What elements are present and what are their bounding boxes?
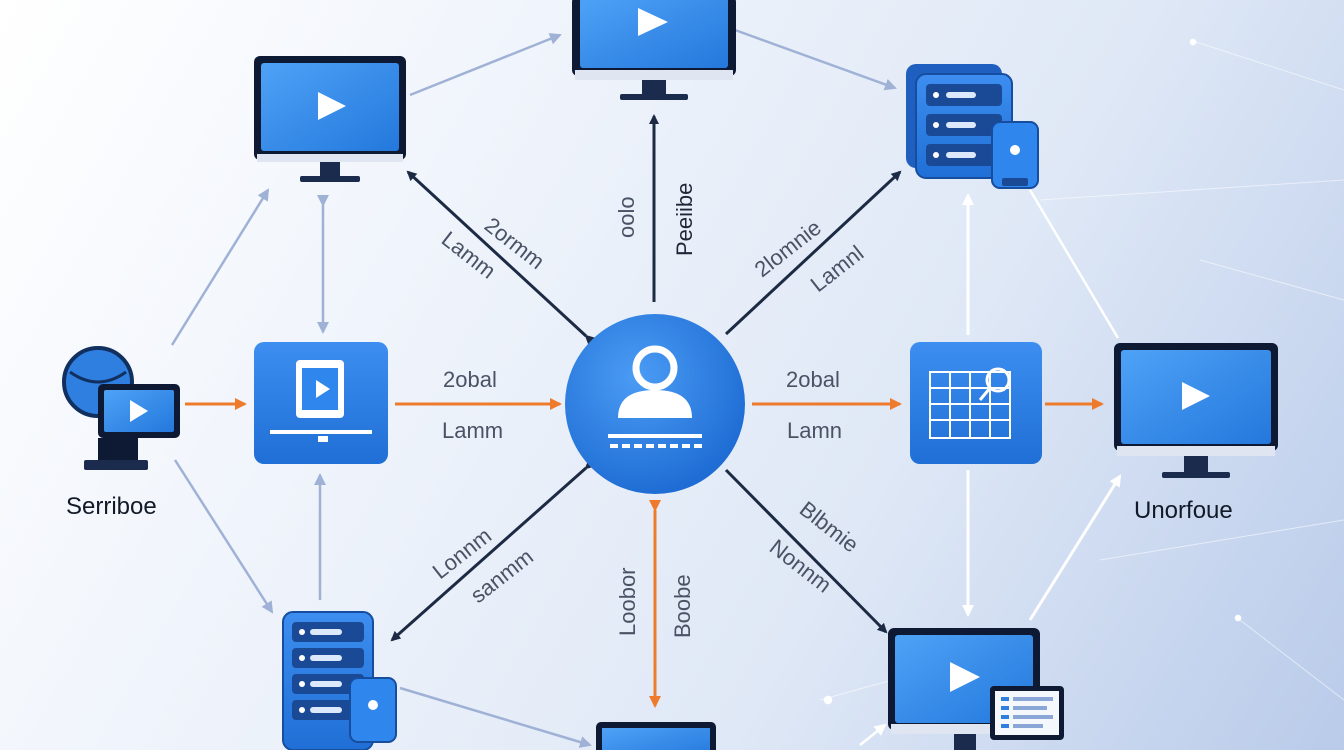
monitor-play-icon [596, 722, 716, 750]
arrow-hub-to-top-left [406, 170, 596, 346]
arrow-bottom-right-to-edge [859, 723, 887, 746]
user-hub-icon [565, 314, 745, 494]
edge-label: 2obal [443, 367, 497, 392]
edge-label: Lamnl [806, 240, 869, 297]
edge-label: Lamn [787, 418, 842, 443]
node-caption-left: Serriboe [66, 493, 157, 520]
edge-label: Boobe [670, 574, 695, 638]
globe-monitor-icon [62, 346, 180, 470]
node-caption-right: Unorfoue [1134, 497, 1233, 524]
monitor-play-icon [572, 0, 736, 100]
arrow-left-to-top-left [170, 188, 270, 346]
document-icon [990, 686, 1064, 740]
edge-label: Loobor [615, 567, 640, 636]
arrow-top-to-top-right [734, 28, 897, 91]
video-file-icon [254, 342, 388, 464]
edge-label: 2obal [786, 367, 840, 392]
edge-label: Peeiibe [672, 183, 697, 256]
arrow-bottom-right-to-monitor [1028, 474, 1122, 621]
arrows [170, 28, 1122, 748]
arrow-hub-to-top-right [724, 170, 902, 336]
spreadsheet-search-icon [910, 342, 1042, 464]
edge-label: Lamm [442, 418, 503, 443]
monitor-play-icon [254, 56, 406, 182]
monitor-play-icon [1114, 343, 1278, 478]
edge-label: oolo [614, 196, 639, 238]
server-stack-icon [282, 611, 397, 750]
arrow-hub-to-bottom-left [390, 458, 596, 642]
arrow-server-to-monitor-right [1028, 189, 1120, 339]
arrow-top-left-to-top [409, 33, 562, 97]
arrow-left-to-bottom-left [173, 459, 274, 614]
server-stack-icon [906, 64, 1039, 189]
arrow-bottom-left-to-bottom [399, 686, 592, 748]
arrow-hub-to-bottom-right [724, 468, 888, 634]
